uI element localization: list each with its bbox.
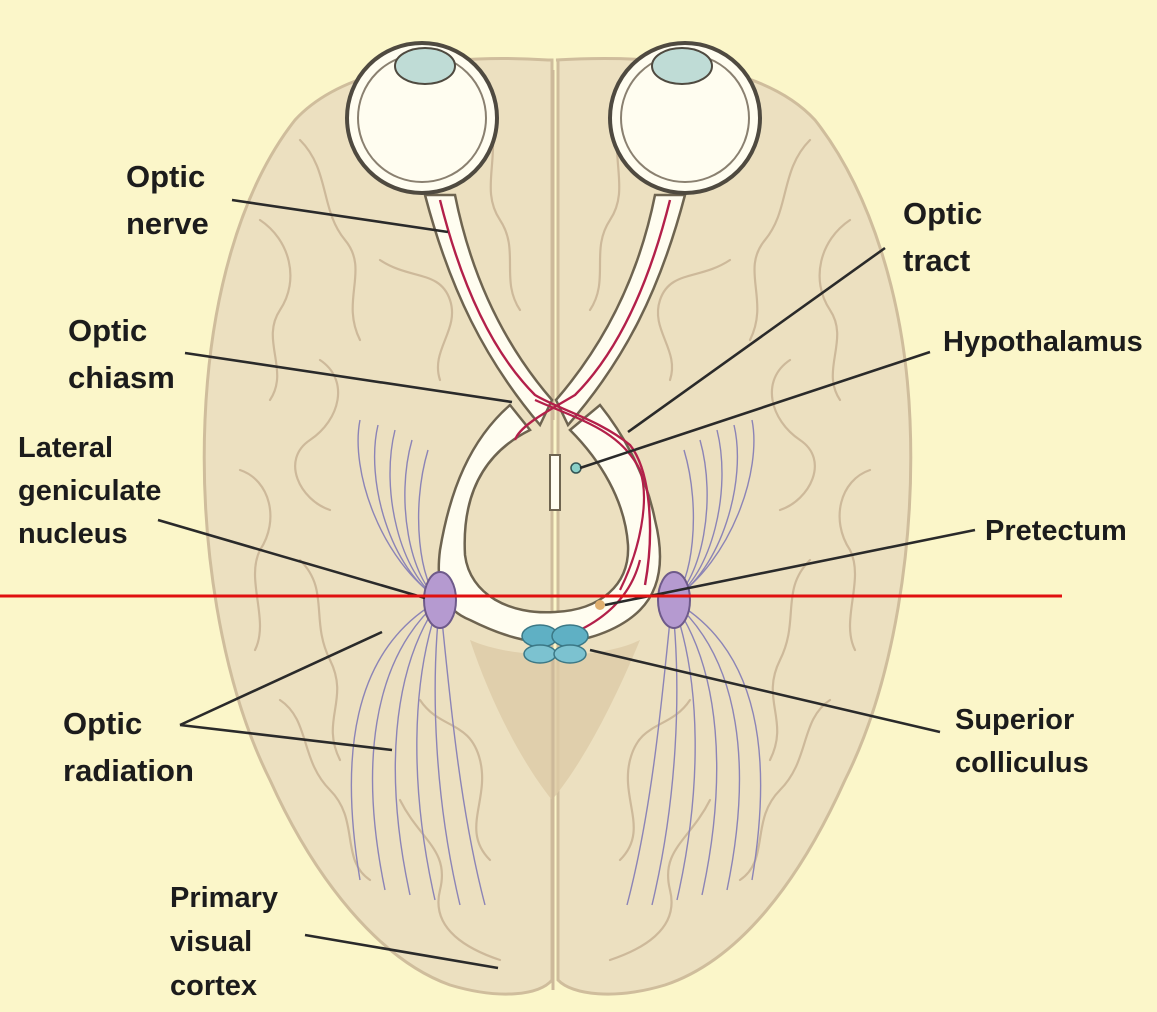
label-superior-colliculus: Superior colliculus <box>955 704 1089 779</box>
label-hypothalamus: Hypothalamus <box>943 326 1143 358</box>
superior-colliculus <box>521 624 589 664</box>
gyri <box>238 118 872 962</box>
leader-lateral-geniculate-nucleus <box>157 518 426 600</box>
leader-lines <box>157 198 976 970</box>
retinal-fiber-right <box>513 199 672 441</box>
hypothalamus-target <box>570 462 582 474</box>
retinal-fiber-left <box>438 199 652 586</box>
leader-pretectum <box>604 528 976 607</box>
retinal-fiber-colliculus <box>579 559 642 631</box>
label-optic-chiasm: Optic chiasm <box>68 313 175 395</box>
midbrain-region <box>470 640 640 800</box>
optic-pathway <box>423 193 687 644</box>
leader-optic-radiation-a <box>179 630 383 727</box>
right-eye <box>608 41 762 195</box>
leader-hypothalamus <box>579 350 931 470</box>
left-lateral-geniculate-nucleus <box>423 571 457 629</box>
leader-primary-visual-cortex <box>304 933 499 970</box>
retinal-fiber-tract <box>534 398 646 591</box>
labels: Optic nerve Optic tract Optic chiasm Hyp… <box>18 159 1143 1002</box>
leader-optic-chiasm <box>184 351 513 404</box>
pituitary-stalk <box>549 454 561 511</box>
pretectum-target <box>595 600 605 610</box>
brain <box>202 57 913 996</box>
leader-superior-colliculus <box>589 648 941 734</box>
left-eye <box>345 41 499 195</box>
label-pretectum: Pretectum <box>985 515 1127 547</box>
label-primary-visual-cortex: Primary visual cortex <box>170 882 286 1002</box>
label-optic-tract: Optic tract <box>903 196 991 278</box>
label-optic-nerve: Optic nerve <box>126 159 214 241</box>
leader-optic-radiation-b <box>179 723 393 752</box>
eyes <box>345 41 762 195</box>
leader-optic-nerve <box>231 198 449 234</box>
label-optic-radiation: Optic radiation <box>63 706 194 788</box>
label-lateral-geniculate-nucleus: Lateral geniculate nucleus <box>18 432 170 550</box>
right-optic-nerve-shape <box>554 193 687 428</box>
right-lateral-geniculate-nucleus <box>657 571 691 629</box>
leader-optic-tract <box>627 246 886 434</box>
